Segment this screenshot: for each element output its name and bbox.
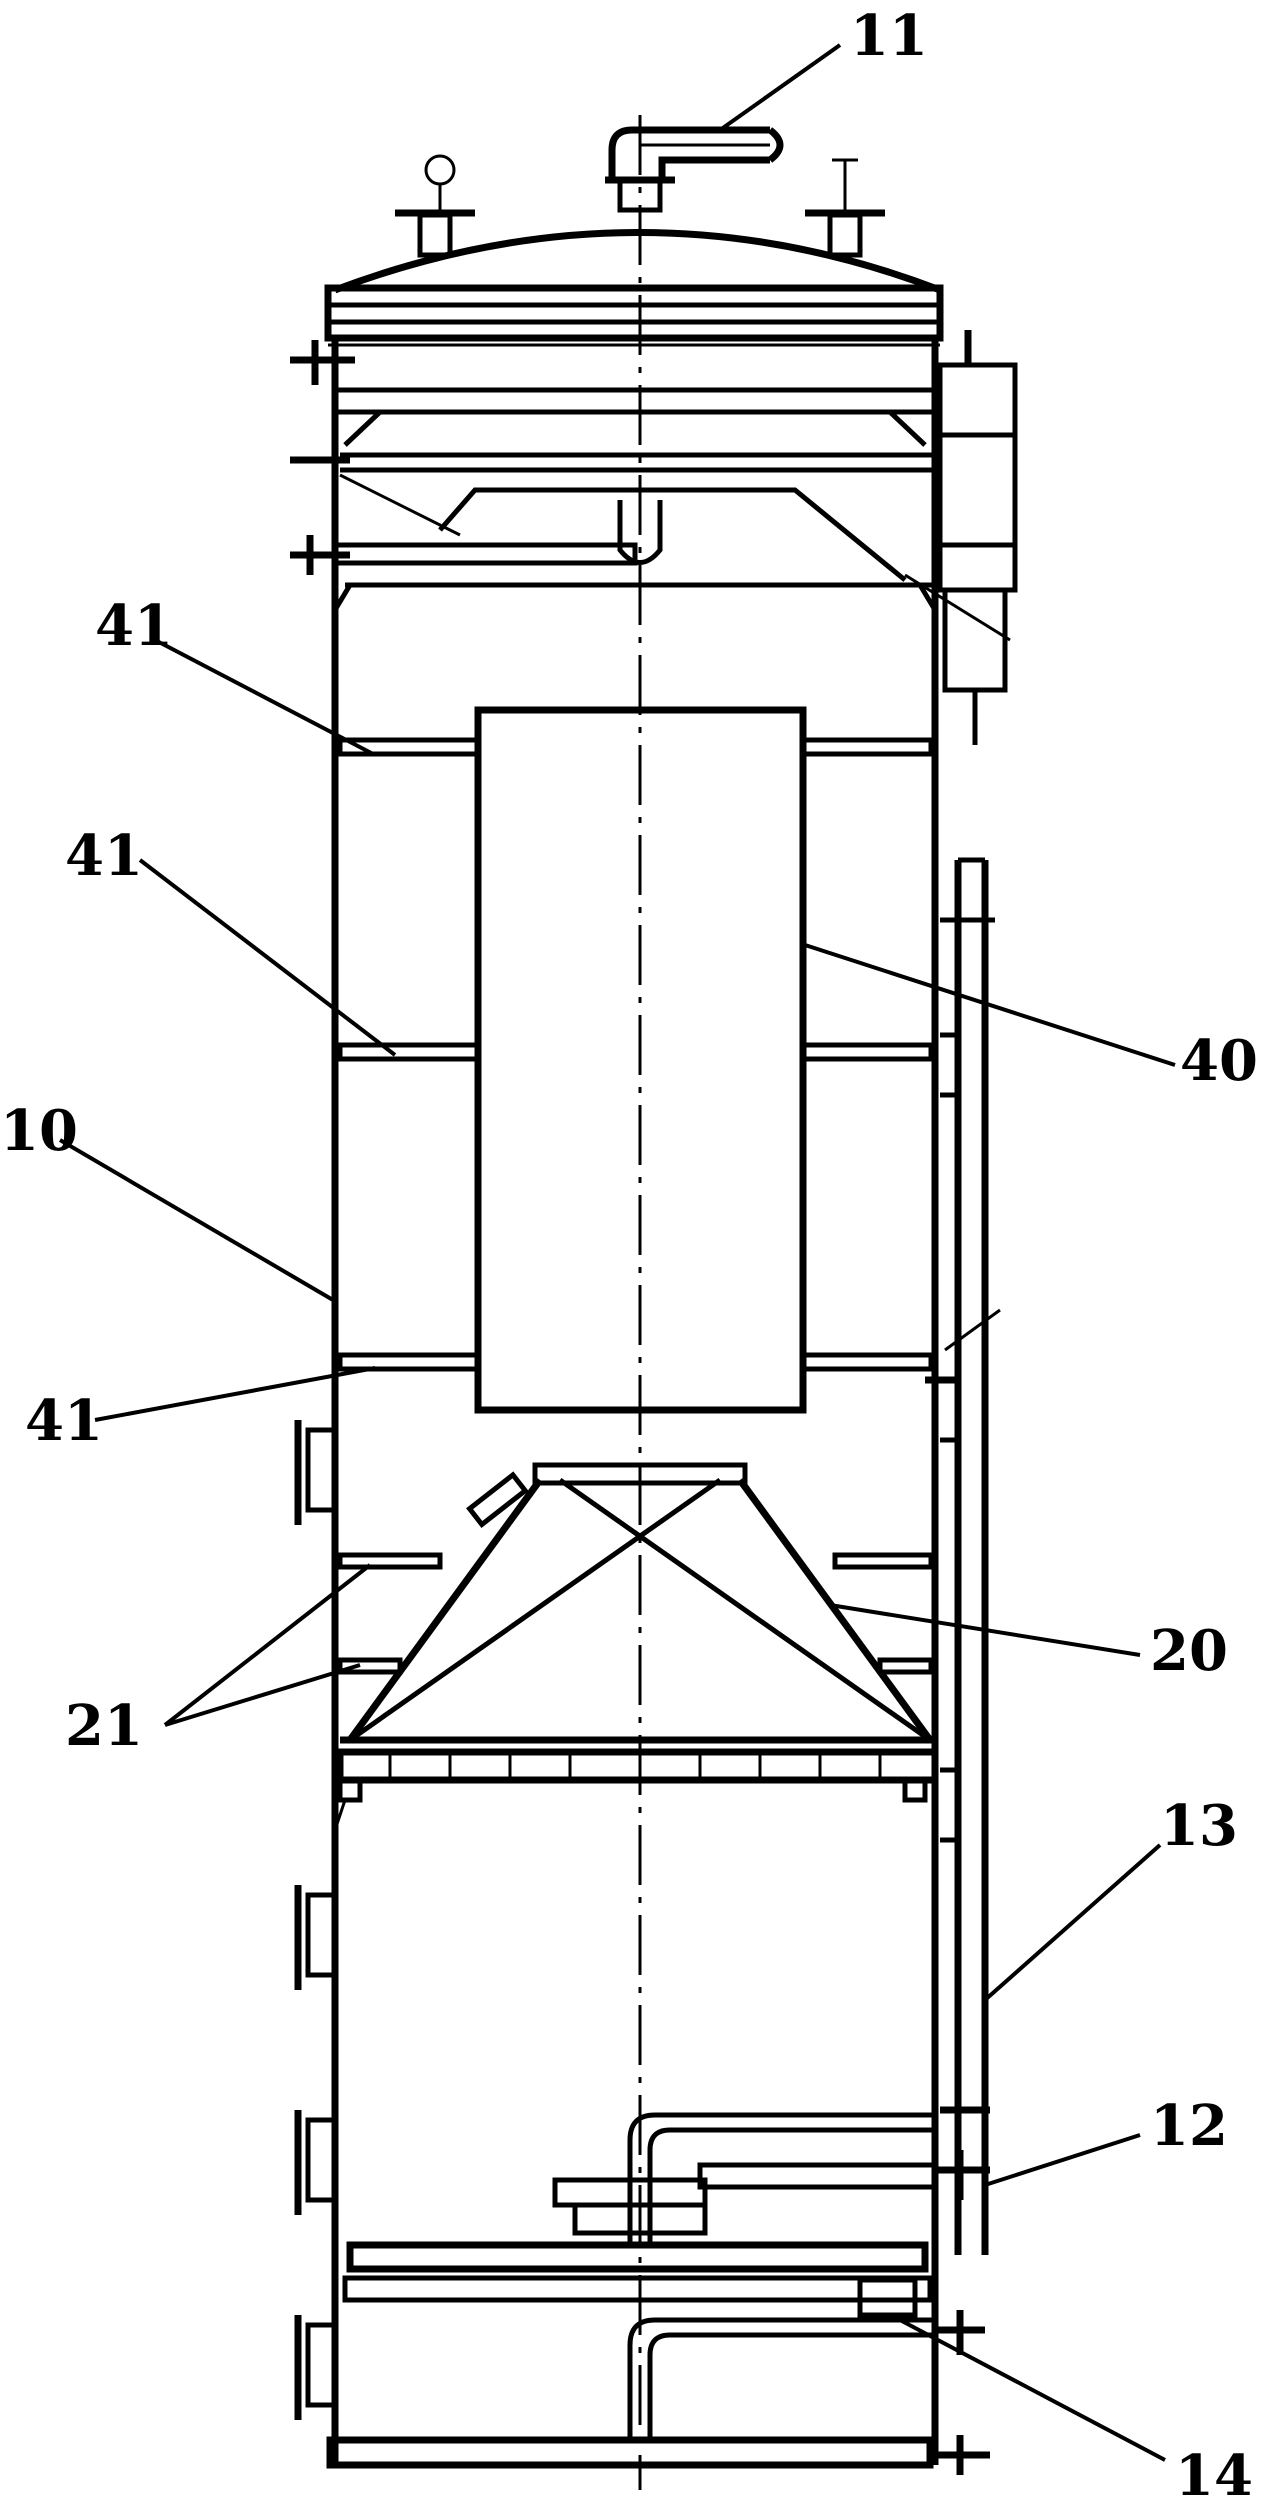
- grid-plate: [333, 1748, 939, 1831]
- left-nozzles: [294, 1420, 338, 2420]
- label-41-top: 41: [95, 593, 173, 659]
- cone-distributor-20: [340, 1462, 935, 1744]
- label-41-bottom: 41: [25, 1388, 103, 1454]
- external-pipe-13: [925, 857, 1001, 2255]
- lower-inlet-pipe-12: [342, 2106, 990, 2318]
- label-41-middle: 41: [65, 823, 143, 889]
- label-13: 13: [1160, 1793, 1238, 1859]
- label-21: 21: [65, 1693, 143, 1759]
- leader-lines: [58, 43, 1176, 2462]
- gas-outlet-pipe: [608, 126, 784, 180]
- bottom-outlet-pipe-14: [326, 2310, 990, 2475]
- cone-supports-21: [337, 1552, 934, 1675]
- top-separator: [290, 330, 1018, 745]
- label-14: 14: [1175, 2443, 1253, 2508]
- label-40: 40: [1180, 1028, 1258, 1094]
- reactor-shell-10: [331, 338, 939, 2465]
- label-11: 11: [850, 3, 928, 69]
- top-head: [324, 154, 944, 347]
- support-beams-41: [337, 737, 934, 1372]
- label-12: 12: [1150, 2093, 1228, 2159]
- label-10: 10: [0, 1098, 78, 1164]
- label-20: 20: [1150, 1618, 1228, 1684]
- reference-labels: 11 41 41 10 41 40 20 21 13 12 14: [0, 3, 1258, 2508]
